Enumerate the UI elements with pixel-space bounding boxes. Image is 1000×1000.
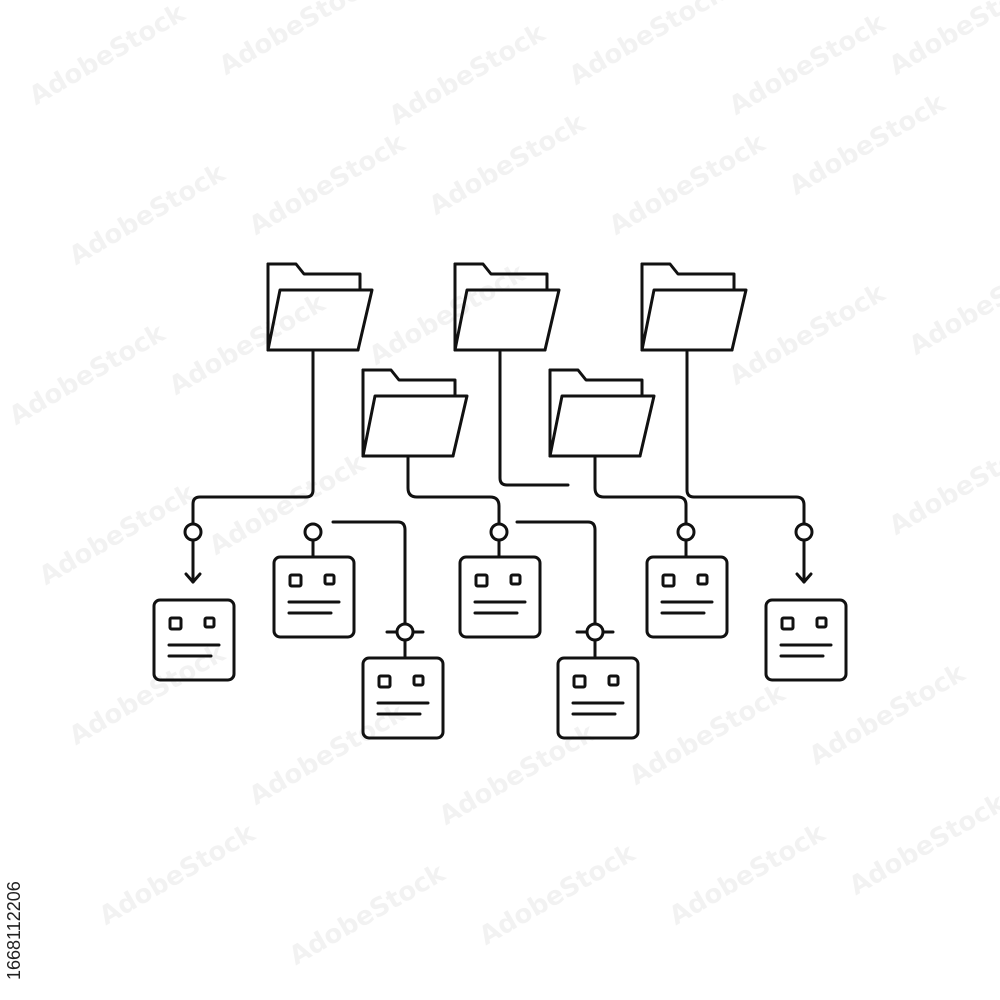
robot-body [458, 555, 542, 639]
robot-body [361, 656, 445, 740]
folder-back [640, 262, 736, 292]
robot-6 robot-icon [645, 555, 729, 639]
arrow-head-icon [795, 572, 813, 584]
robot-eye-right [696, 573, 709, 586]
robot-eye-right [412, 674, 425, 687]
stock-id-label: 1668112206 [4, 760, 28, 980]
robot-eye-right [203, 616, 216, 629]
robot-3 robot-icon [361, 656, 445, 740]
robot-1 robot-icon [152, 598, 236, 682]
robot-body [764, 598, 848, 682]
folder-front [548, 394, 656, 458]
folder-back [548, 368, 644, 398]
folder-back [266, 262, 362, 292]
folder-front [361, 394, 469, 458]
connector-node-icon [676, 522, 696, 542]
folder-2 folder-open-icon [453, 262, 561, 352]
robot-eye-left [377, 674, 392, 689]
robot-eye-right [607, 674, 620, 687]
connector-folder1-robot1 [191, 350, 315, 526]
robot-eye-left [168, 616, 183, 631]
robot-eye-left [474, 573, 489, 588]
robot-eye-right [509, 573, 522, 586]
stock-id-text: 1668112206 [4, 881, 24, 980]
robot-2 robot-icon [272, 555, 356, 639]
connector-folder3-robot7 [685, 350, 806, 526]
connector-folder4-robot4 [406, 456, 501, 526]
connector-node-icon [794, 522, 814, 542]
connector-node-icon [183, 522, 203, 542]
connector-node-icon [585, 622, 605, 642]
folder-4 folder-open-icon [361, 368, 469, 458]
folder-1 folder-open-icon [266, 262, 374, 352]
robot-4 robot-icon [458, 555, 542, 639]
robot-body [556, 656, 640, 740]
robot-eye-left [288, 573, 303, 588]
robot-eye-left [780, 616, 795, 631]
folder-front [640, 288, 748, 352]
connector-node-icon [303, 522, 323, 542]
folder-back [453, 262, 549, 292]
robot-7 robot-icon [764, 598, 848, 682]
folder-3 folder-open-icon [640, 262, 748, 352]
robot-eye-left [661, 573, 676, 588]
folder-5 folder-open-icon [548, 368, 656, 458]
folder-back [361, 368, 457, 398]
robot-body [272, 555, 356, 639]
folder-front [266, 288, 374, 352]
connector-node-icon [395, 622, 415, 642]
connector-folder2 [498, 350, 570, 487]
connector-robot4-robot5 [515, 520, 597, 626]
robot-eye-right [323, 573, 336, 586]
robot-body [152, 598, 236, 682]
connector-folder5-robot6 [593, 456, 688, 526]
connector-node-icon [489, 522, 509, 542]
robot-body [645, 555, 729, 639]
robot-eye-right [815, 616, 828, 629]
robot-eye-left [572, 674, 587, 689]
robot-5 robot-icon [556, 656, 640, 740]
arrow-head-icon [184, 572, 202, 584]
folder-front [453, 288, 561, 352]
connector-robot2-robot3 [331, 520, 407, 626]
